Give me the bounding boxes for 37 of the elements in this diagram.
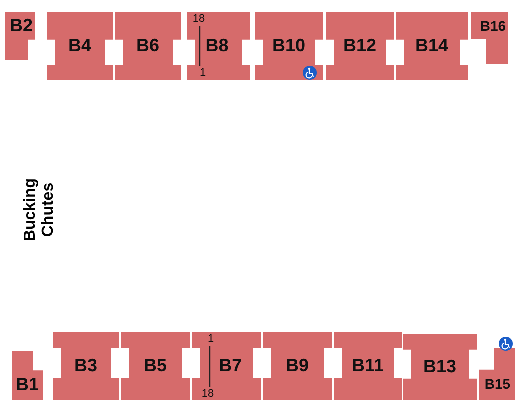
seating-section xyxy=(326,12,394,80)
seating-section xyxy=(334,332,402,400)
section-label: B14 xyxy=(415,36,449,56)
seating-section xyxy=(403,334,477,400)
seating-section xyxy=(396,12,468,80)
seating-section xyxy=(12,351,43,400)
seating-section xyxy=(5,12,35,60)
section-label: B9 xyxy=(286,356,309,376)
section-label: B10 xyxy=(272,36,306,56)
row-number: 18 xyxy=(202,388,214,400)
seating-section xyxy=(479,348,515,400)
seating-section xyxy=(187,12,250,80)
row-number: 18 xyxy=(192,13,206,25)
area-label: Bucking Chutes xyxy=(22,177,58,244)
seating-section xyxy=(115,12,181,80)
section-label: B6 xyxy=(136,36,160,56)
section-label: B12 xyxy=(343,36,377,56)
row-number: 1 xyxy=(208,333,214,345)
seating-section xyxy=(255,12,323,80)
seating-section xyxy=(471,12,508,64)
section-label: B3 xyxy=(74,356,98,376)
section-label: B1 xyxy=(16,374,39,396)
section-label: B13 xyxy=(423,356,457,378)
seating-section xyxy=(47,12,113,80)
section-label: B8 xyxy=(206,36,229,56)
section-label: B4 xyxy=(68,36,92,56)
row-number: 1 xyxy=(200,67,206,79)
section-label: B16 xyxy=(480,18,506,34)
seating-section xyxy=(263,332,332,400)
seating-section xyxy=(53,332,119,400)
section-label: B2 xyxy=(10,16,33,37)
section-label: B5 xyxy=(144,356,167,376)
section-label: B11 xyxy=(352,356,384,376)
section-label: B7 xyxy=(219,356,242,376)
seating-section xyxy=(121,332,190,400)
seating-section xyxy=(192,332,261,400)
section-label: B15 xyxy=(484,376,511,392)
